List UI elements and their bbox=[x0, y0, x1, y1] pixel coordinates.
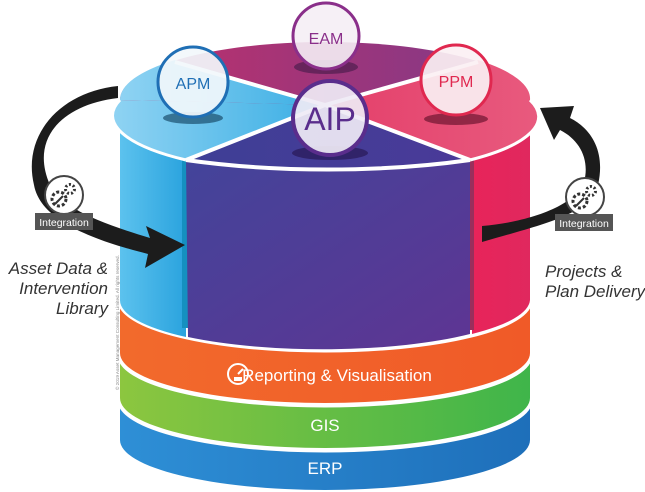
gears-icon bbox=[44, 175, 84, 215]
aip-label: AIP bbox=[304, 101, 356, 137]
aip-top-edge bbox=[185, 158, 471, 172]
gis-layer-top bbox=[117, 354, 533, 408]
apm-top[interactable] bbox=[112, 100, 325, 160]
ppm-side-edge bbox=[468, 160, 474, 330]
gears-icon bbox=[565, 177, 605, 217]
apm-label: APM bbox=[176, 76, 211, 93]
left-side-label-line2: Intervention bbox=[19, 279, 108, 298]
right-side-label-line2: Plan Delivery bbox=[545, 282, 645, 301]
left-integration-badge[interactable]: Integration bbox=[35, 175, 93, 230]
erp-label: ERP bbox=[308, 459, 343, 478]
left-side-label-line3: Library bbox=[56, 299, 109, 318]
eam-bubble[interactable]: EAM bbox=[291, 1, 361, 74]
top-rim bbox=[469, 98, 541, 162]
apm-bubble[interactable]: APM bbox=[156, 45, 230, 124]
gis-label: GIS bbox=[310, 416, 339, 435]
bubble-shadow bbox=[424, 113, 488, 125]
speedometer-icon bbox=[227, 363, 249, 385]
ppm-side bbox=[472, 100, 530, 334]
left-integration-label: Integration bbox=[39, 217, 89, 229]
erp-layer[interactable] bbox=[120, 400, 530, 490]
copyright-text: © 2019 Asset Management Consulting Limit… bbox=[114, 255, 120, 390]
ppm-label: PPM bbox=[439, 74, 474, 91]
ppm-bubble[interactable]: PPM bbox=[419, 43, 493, 125]
apm-side bbox=[119, 100, 186, 337]
left-side-label-line1: Asset Data & bbox=[8, 259, 108, 278]
right-integration-badge[interactable]: Integration bbox=[555, 177, 613, 231]
aip-bubble[interactable]: AIP bbox=[291, 79, 369, 160]
top-rim bbox=[111, 98, 187, 162]
right-side-label-line1: Projects & bbox=[545, 262, 622, 281]
gis-layer[interactable] bbox=[120, 355, 530, 448]
eam-label: EAM bbox=[309, 31, 344, 48]
aip-side[interactable] bbox=[186, 160, 470, 350]
reporting-label: Reporting & Visualisation bbox=[242, 366, 432, 385]
right-integration-label: Integration bbox=[559, 218, 609, 230]
erp-layer-top bbox=[117, 399, 533, 453]
apm-side-edge bbox=[182, 160, 188, 328]
